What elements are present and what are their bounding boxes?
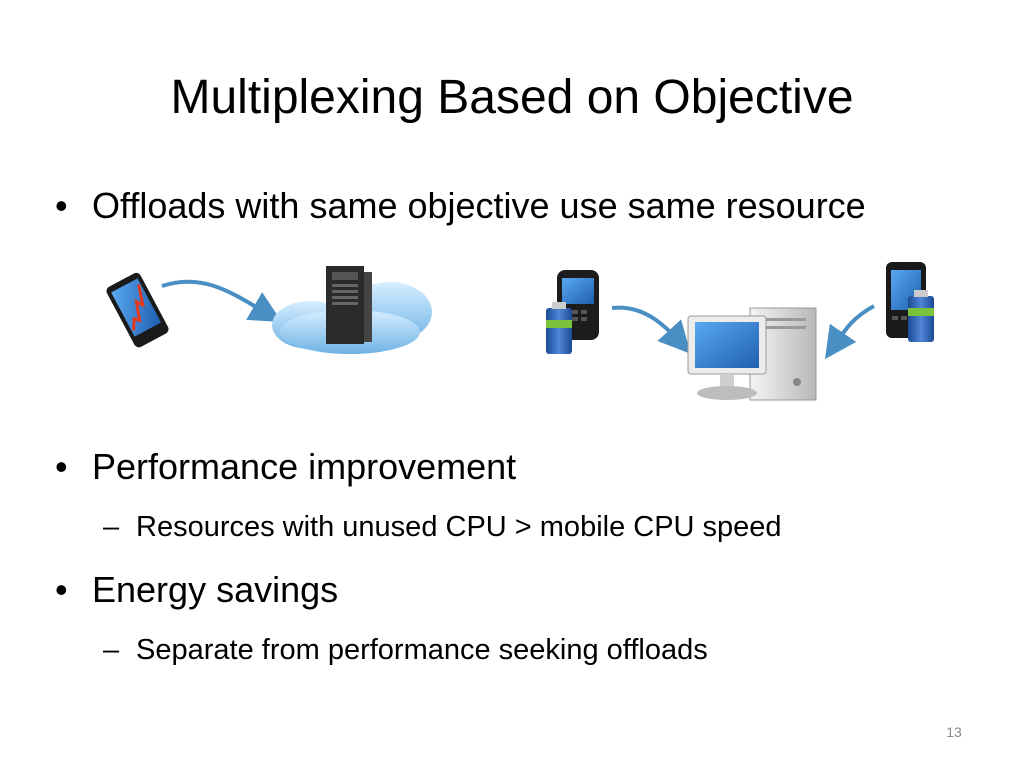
smartphone-performance-icon <box>106 272 169 348</box>
sub-bullet-text: Separate from performance seeking offloa… <box>136 634 708 666</box>
bullet-text: Performance improvement <box>92 446 517 487</box>
bullet-text: Energy savings <box>92 569 339 610</box>
sub-bullet-marker: – <box>103 511 120 543</box>
bullet-marker: • <box>55 446 68 487</box>
arrow-icon <box>611 305 691 354</box>
sub-bullet-resources: –Resources with unused CPU > mobile CPU … <box>103 509 782 545</box>
bullet-performance: • Performance improvement <box>55 445 516 489</box>
bullet-marker: • <box>55 569 68 610</box>
offload-illustration <box>106 262 934 401</box>
bullet-text: Offloads with same objective use same re… <box>92 185 866 226</box>
arrow-icon <box>161 279 282 322</box>
bullet-marker: • <box>55 185 68 226</box>
smartphone-battery-icon <box>886 262 934 342</box>
sub-bullet-text: Resources with unused CPU > mobile CPU s… <box>136 511 782 543</box>
desktop-computer-icon <box>687 307 817 401</box>
page-number: 13 <box>946 724 962 740</box>
sub-bullet-marker: – <box>103 634 120 666</box>
blackberry-battery-icon <box>546 270 599 354</box>
bullet-energy: • Energy savings <box>55 568 338 612</box>
bullet-offloads: • Offloads with same objective use same r… <box>55 184 866 228</box>
slide-title: Multiplexing Based on Objective <box>170 71 854 124</box>
sub-bullet-separate: –Separate from performance seeking offlo… <box>103 632 708 668</box>
cloud-server-icon <box>272 266 432 354</box>
arrow-icon <box>824 304 875 360</box>
